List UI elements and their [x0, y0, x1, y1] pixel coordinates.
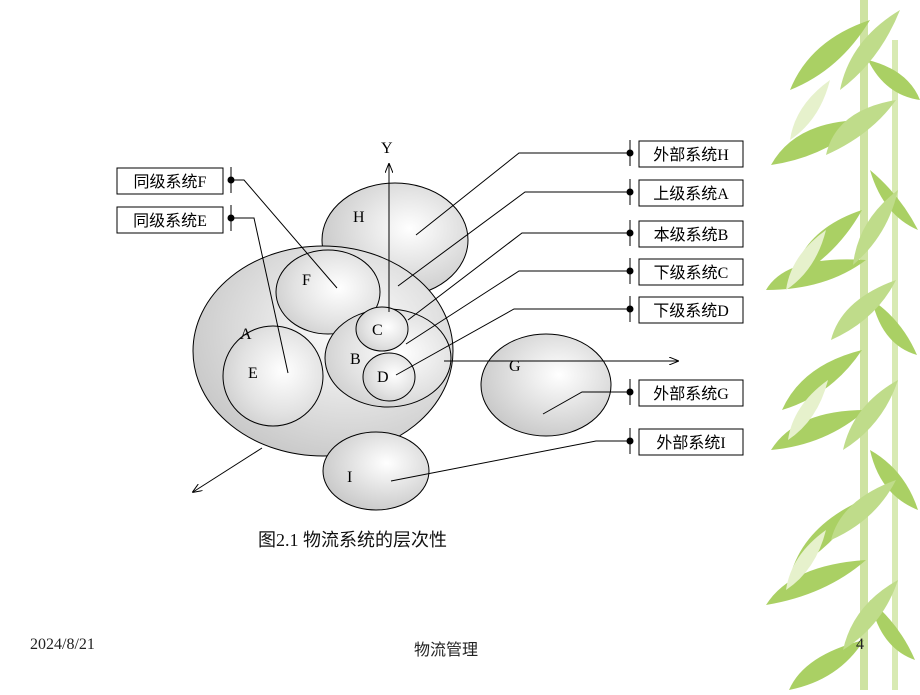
peer-system-f-ellipse	[275, 249, 381, 335]
callout-external-h: 外部系统H	[653, 146, 729, 164]
callout-box-peer-e	[116, 206, 224, 234]
callout-box-self-b	[638, 220, 744, 248]
lower-system-d-ellipse	[362, 352, 416, 402]
letter-g: G	[509, 358, 521, 375]
callout-box-lower-d	[638, 296, 744, 324]
callout-lower-d: 下级系统D	[653, 302, 729, 320]
callout-box-peer-f	[116, 167, 224, 195]
z-axis-arrow	[193, 447, 263, 492]
letter-d: D	[377, 369, 389, 386]
callout-connectors	[227, 140, 634, 482]
callout-upper-a: 上级系统A	[653, 185, 729, 203]
callout-box-upper-a	[638, 179, 744, 207]
letter-f: F	[302, 272, 311, 289]
callout-box-external-g	[638, 379, 744, 407]
callout-self-b: 本级系统B	[654, 226, 729, 244]
letter-h: H	[353, 209, 365, 226]
bamboo-decoration	[766, 0, 920, 690]
callout-peer-e: 同级系统E	[133, 212, 207, 230]
letter-c: C	[372, 322, 383, 339]
letter-b: B	[350, 351, 361, 368]
peer-system-e-ellipse	[222, 325, 324, 427]
letter-i: I	[347, 469, 352, 486]
callout-peer-f: 同级系统F	[134, 173, 207, 191]
external-system-i-ellipse	[322, 431, 430, 511]
footer-date: 2024/8/21	[30, 636, 95, 653]
letter-e: E	[248, 365, 258, 382]
callout-external-i: 外部系统I	[656, 434, 725, 452]
axes	[193, 164, 678, 492]
footer-title: 物流管理	[414, 642, 479, 659]
figure-caption: 图2.1 物流系统的层次性	[258, 530, 447, 550]
lower-system-c-ellipse	[355, 306, 409, 352]
callout-external-g: 外部系统G	[653, 385, 729, 403]
y-axis-label: Y	[381, 140, 393, 157]
callout-box-lower-c	[638, 258, 744, 286]
external-system-g-ellipse	[480, 333, 612, 437]
callout-box-external-h	[638, 140, 744, 168]
callout-box-external-i	[638, 428, 744, 456]
page-number: 4	[856, 636, 864, 653]
callout-lower-c: 下级系统C	[654, 264, 729, 282]
letter-a: A	[240, 326, 252, 343]
